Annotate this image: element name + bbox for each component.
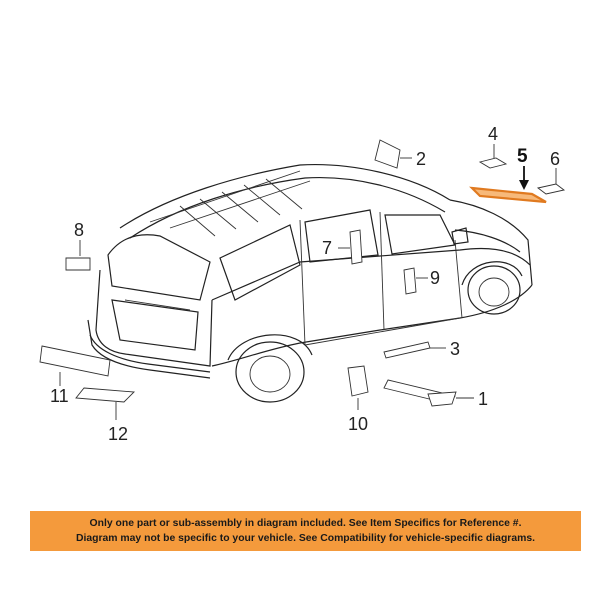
callout-7: 7: [322, 238, 332, 258]
callout-10: 10: [348, 414, 368, 434]
part-5-highlight: [469, 186, 547, 204]
callout-2: 2: [416, 149, 426, 169]
part-9-shape: [403, 267, 417, 295]
part-11-shape: [39, 345, 111, 377]
callout-12: 12: [108, 424, 128, 444]
part-1-tab: [427, 391, 457, 407]
part-3-shape: [383, 341, 431, 359]
arrow-5: [519, 180, 529, 190]
callout-4: 4: [488, 124, 498, 144]
part-7-shape: [349, 229, 363, 265]
callout-11: 11: [50, 386, 69, 406]
callout-3: 3: [450, 339, 460, 359]
callout-6: 6: [550, 149, 560, 169]
callout-1: 1: [478, 389, 488, 409]
callout-9: 9: [430, 268, 440, 288]
notice-banner: Only one part or sub-assembly in diagram…: [30, 511, 581, 551]
callout-8: 8: [74, 220, 84, 240]
callout-5: 5: [517, 146, 528, 167]
notice-line-2: Diagram may not be specific to your vehi…: [75, 533, 536, 544]
part-2-shape: [374, 139, 401, 169]
notice-line-1: Only one part or sub-assembly in diagram…: [89, 518, 522, 529]
minivan-drawing: [87, 163, 533, 403]
part-12-shape: [75, 387, 136, 403]
part-10-shape: [347, 365, 369, 397]
part-8-shape: [65, 257, 91, 271]
part-6-shape: [536, 183, 566, 195]
part-4-shape: [478, 157, 508, 169]
